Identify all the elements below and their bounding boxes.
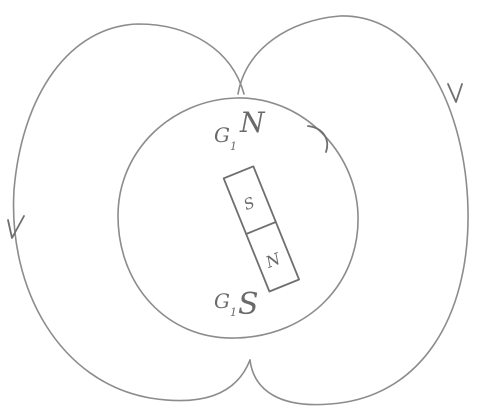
geographic-north-g: G: [214, 123, 230, 147]
field-line-left: [14, 24, 250, 401]
arrowhead-icon: [448, 84, 462, 102]
field-line-right: [238, 16, 468, 405]
arrowhead-icon: [8, 216, 24, 238]
geographic-north-sub: 1: [230, 140, 237, 153]
magnet-body: [224, 166, 299, 291]
magnet-north-label: N: [262, 249, 284, 273]
bar-magnet: S N: [224, 166, 299, 291]
magnet-divider: [246, 222, 276, 234]
geographic-south-sub: 1: [230, 306, 237, 319]
south-pole-label: S: [238, 287, 259, 322]
north-pole-label: N: [239, 106, 266, 139]
geographic-south-g: G: [214, 289, 230, 313]
magnet-south-label: S: [241, 193, 257, 214]
